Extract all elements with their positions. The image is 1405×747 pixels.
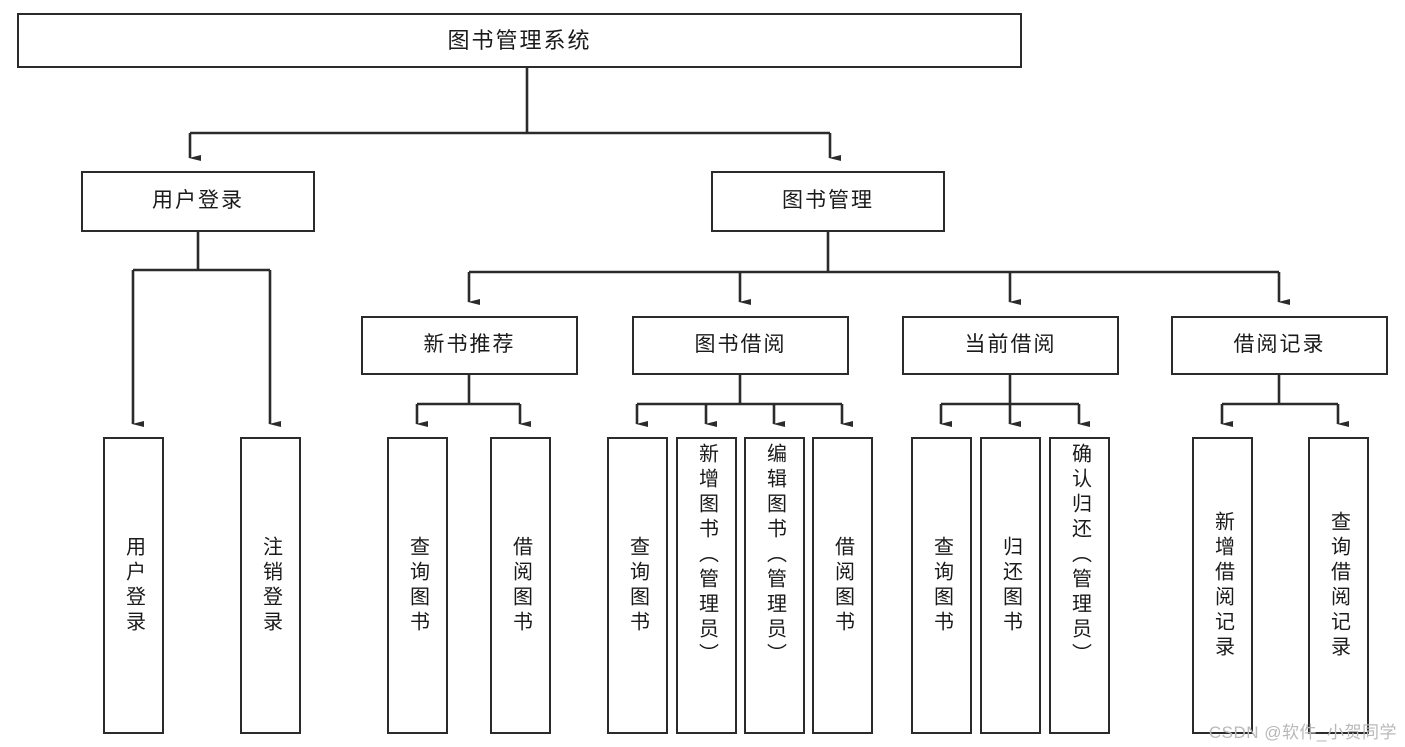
node-label: 查询借阅记录 — [1327, 510, 1350, 661]
leaf-current-query-books[interactable]: 查询图书 — [911, 437, 972, 734]
node-label: 用户登录 — [122, 535, 145, 636]
leaf-borrow-add-book-admin[interactable]: 新增图书（管理员） — [676, 437, 737, 734]
leaf-borrow-edit-book-admin[interactable]: 编辑图书（管理员） — [744, 437, 805, 734]
node-label: 当前借阅 — [964, 333, 1057, 357]
node-label: 查询图书 — [930, 535, 953, 636]
node-label: 新增借阅记录 — [1211, 510, 1234, 661]
node-label: 新增图书（管理员） — [695, 443, 718, 668]
node-label: 图书借阅 — [694, 333, 787, 357]
node-label: 查询图书 — [626, 535, 649, 636]
node-label: 新书推荐 — [423, 333, 516, 357]
leaf-borrow-query-books[interactable]: 查询图书 — [607, 437, 668, 734]
leaf-borrow-borrow-books[interactable]: 借阅图书 — [812, 437, 873, 734]
node-label: 编辑图书（管理员） — [763, 443, 786, 668]
node-root-book-management-system[interactable]: 图书管理系统 — [17, 13, 1022, 68]
node-label: 确认归还（管理员） — [1068, 443, 1091, 668]
leaf-current-confirm-return-admin[interactable]: 确认归还（管理员） — [1049, 437, 1110, 734]
node-user-login[interactable]: 用户登录 — [81, 171, 315, 232]
node-new-book-recommend[interactable]: 新书推荐 — [361, 316, 578, 375]
node-label: 注销登录 — [259, 535, 282, 636]
leaf-record-query-borrow-record[interactable]: 查询借阅记录 — [1308, 437, 1369, 734]
leaf-user-login[interactable]: 用户登录 — [103, 437, 164, 734]
node-label: 查询图书 — [406, 535, 429, 636]
node-label: 图书管理 — [782, 189, 874, 213]
node-label: 图书管理系统 — [447, 27, 592, 53]
node-current-borrow[interactable]: 当前借阅 — [902, 316, 1119, 375]
node-book-borrow[interactable]: 图书借阅 — [632, 316, 849, 375]
node-label: 借阅记录 — [1233, 333, 1326, 357]
node-label: 归还图书 — [999, 535, 1022, 636]
node-label: 借阅图书 — [509, 535, 532, 636]
node-book-management[interactable]: 图书管理 — [711, 171, 945, 232]
node-label: 用户登录 — [152, 189, 244, 213]
node-borrow-record[interactable]: 借阅记录 — [1171, 316, 1388, 375]
csdn-watermark: CSDN @软件_小贺同学 — [1208, 723, 1397, 742]
leaf-current-return-books[interactable]: 归还图书 — [980, 437, 1041, 734]
leaf-newbook-borrow-books[interactable]: 借阅图书 — [490, 437, 551, 734]
leaf-newbook-query-books[interactable]: 查询图书 — [387, 437, 448, 734]
leaf-record-add-borrow-record[interactable]: 新增借阅记录 — [1192, 437, 1253, 734]
leaf-logout[interactable]: 注销登录 — [240, 437, 301, 734]
node-label: 借阅图书 — [831, 535, 854, 636]
